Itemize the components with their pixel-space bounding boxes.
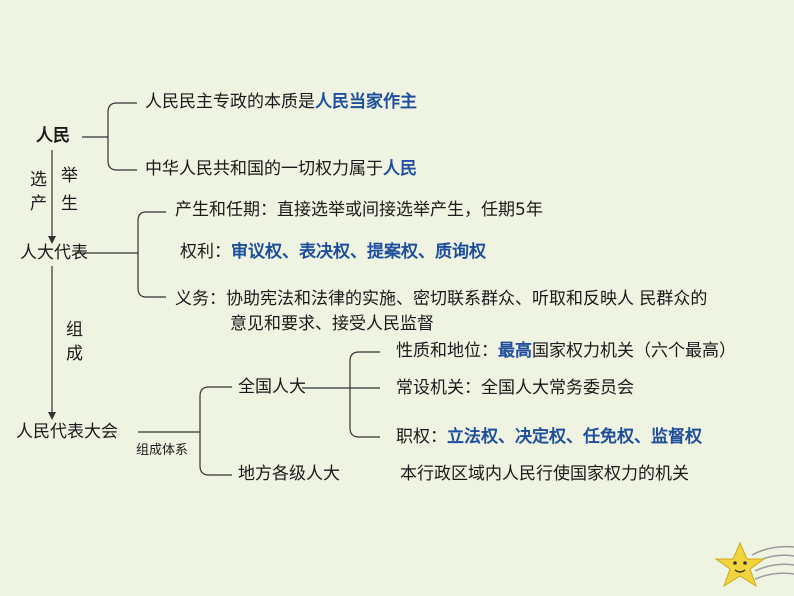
label-compose-2: 成 xyxy=(66,346,83,363)
label-elect-2: 举 xyxy=(61,168,78,185)
system-label: 组成体系 xyxy=(136,444,188,457)
star-icon xyxy=(700,525,794,596)
deputy-term: 产生和任期：直接选举或间接选举产生，任期5年 xyxy=(175,202,543,219)
label-elect-4: 生 xyxy=(61,196,78,213)
local-congress-node: 地方各级人大 xyxy=(238,466,340,483)
branch-essence: 人民民主专政的本质是人民当家作主 xyxy=(145,94,417,111)
branch-power: 中华人民共和国的一切权力属于人民 xyxy=(145,161,417,178)
npc-node: 全国人大 xyxy=(238,379,306,396)
powers-highlight: 立法权、决定权、任免权、监督权 xyxy=(447,427,702,447)
label-compose-1: 组 xyxy=(66,322,83,339)
local-congress-desc: 本行政区域内人民行使国家权力的机关 xyxy=(400,466,689,483)
label-elect-1: 选 xyxy=(30,172,47,189)
essence-highlight: 人民当家作主 xyxy=(315,92,417,112)
rights-label: 权利： xyxy=(180,242,231,262)
essence-text: 人民民主专政的本质是 xyxy=(145,92,315,112)
npc-nature: 性质和地位：最高国家权力机关（六个最高） xyxy=(396,343,736,360)
deputy-node: 人大代表 xyxy=(20,245,88,262)
nature-highlight: 最高 xyxy=(498,341,532,361)
deputy-rights: 权利：审议权、表决权、提案权、质询权 xyxy=(180,244,486,261)
nature-label: 性质和地位： xyxy=(396,341,498,361)
npc-standing-body: 常设机关：全国人大常务委员会 xyxy=(396,380,634,397)
powers-label: 职权： xyxy=(396,427,447,447)
deputy-duties-line1: 义务：协助宪法和法律的实施、密切联系群众、听取和反映人 民群众的 xyxy=(175,291,707,308)
label-elect-3: 产 xyxy=(30,196,47,213)
power-highlight: 人民 xyxy=(383,159,417,179)
deputy-duties-line2: 意见和要求、接受人民监督 xyxy=(230,316,434,333)
root-node: 人民 xyxy=(36,128,70,145)
congress-node: 人民代表大会 xyxy=(16,424,118,441)
power-text: 中华人民共和国的一切权力属于 xyxy=(145,159,383,179)
nature-rest: 国家权力机关（六个最高） xyxy=(532,341,736,361)
npc-powers: 职权：立法权、决定权、任免权、监督权 xyxy=(396,429,702,446)
rights-highlight: 审议权、表决权、提案权、质询权 xyxy=(231,242,486,262)
